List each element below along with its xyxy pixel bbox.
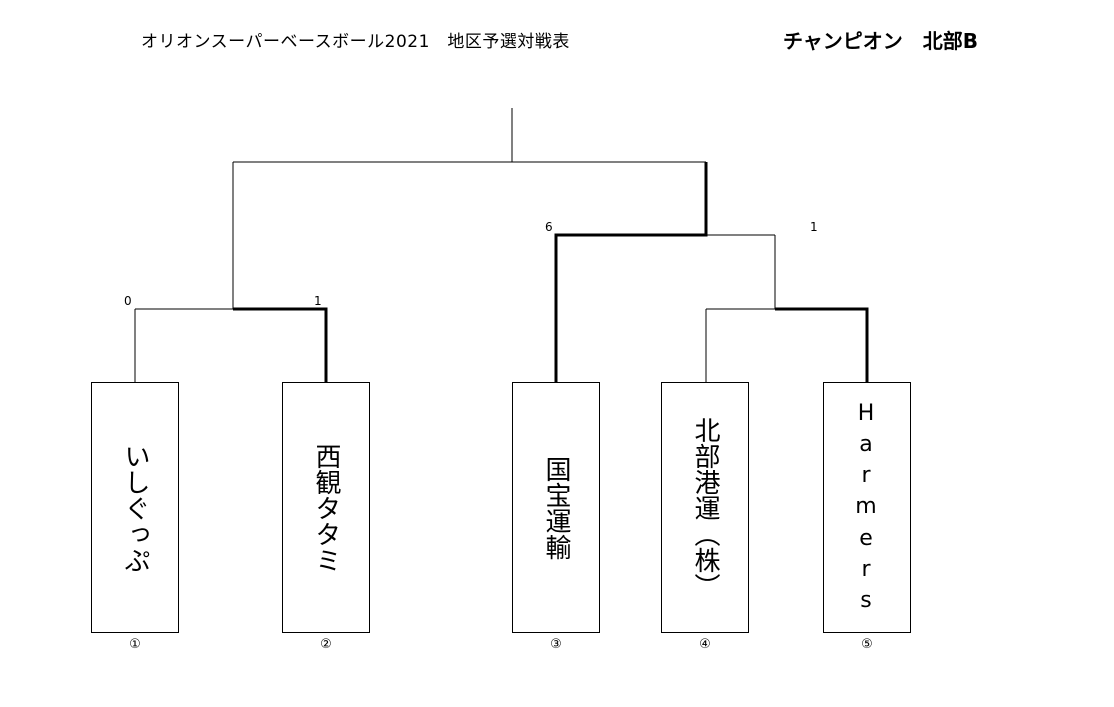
- seed-number: ②: [320, 637, 332, 652]
- bracket-winner-lines: [233, 162, 869, 382]
- score-right-side: 1: [810, 220, 818, 234]
- team-box-3: 国宝運輸: [512, 382, 600, 633]
- team-name-letter: H: [857, 400, 877, 426]
- score-team1: 0: [124, 294, 132, 308]
- score-team2: 1: [314, 294, 322, 308]
- team-name-letter: e: [859, 525, 875, 551]
- seed-number: ④: [699, 637, 711, 652]
- score-team3: 6: [545, 220, 553, 234]
- page-title: オリオンスーパーベースボール2021 地区予選対戦表: [141, 32, 570, 52]
- m1-winner-path: [233, 307, 328, 382]
- champion-label: チャンピオン 北部B: [783, 29, 979, 53]
- team-name: 西観タタミ: [311, 442, 341, 573]
- team-box-4: 北部港運（株）: [661, 382, 749, 633]
- team-name-letter: r: [861, 557, 873, 583]
- bracket-thin-lines: [134, 108, 776, 382]
- seed-number: ①: [129, 637, 141, 652]
- m2-winner-path: [775, 307, 869, 382]
- team-name-letter: s: [860, 588, 874, 614]
- team-box-1: いしぐっぷ: [91, 382, 179, 633]
- team-name: 国宝運輸: [541, 455, 571, 560]
- team-name-letter: m: [855, 494, 879, 520]
- team-name-letter: a: [859, 431, 875, 457]
- seed-number: ③: [550, 637, 562, 652]
- team-name: 北部港運（株）: [690, 416, 720, 599]
- team-name-letter: r: [861, 463, 873, 489]
- team-box-2: 西観タタミ: [282, 382, 370, 633]
- seed-number: ⑤: [861, 637, 873, 652]
- team-name: いしぐっぷ: [120, 442, 150, 573]
- m3-winner-path: [554, 162, 708, 382]
